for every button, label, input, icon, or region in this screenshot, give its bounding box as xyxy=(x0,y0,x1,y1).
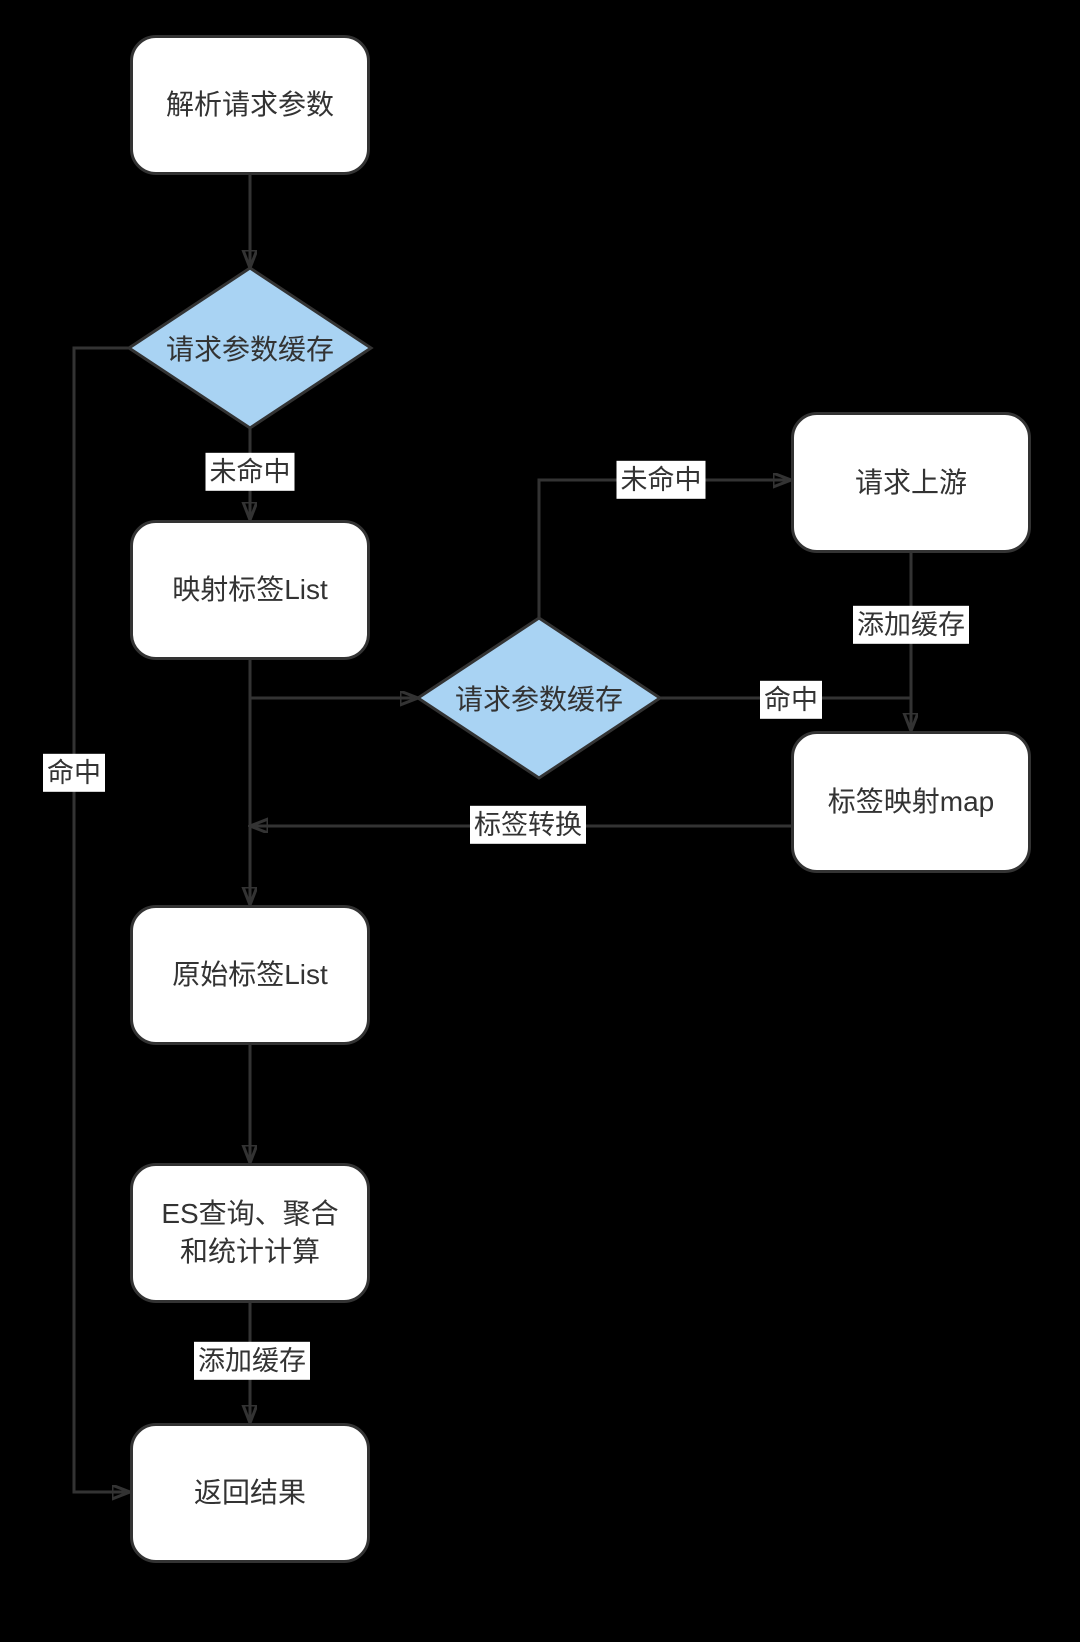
decision-request-param-cache-top: 请求参数缓存 xyxy=(126,266,374,430)
edge-label-tag-convert: 标签转换 xyxy=(470,805,586,845)
node-return-result: 返回结果 xyxy=(130,1423,370,1563)
node-parse-request-params: 解析请求参数 xyxy=(130,35,370,175)
diamond-shape xyxy=(126,266,374,430)
edge-label-add-cache-bottom: 添加缓存 xyxy=(194,1341,310,1381)
edge-label-hit-mid: 命中 xyxy=(760,680,822,720)
node-label: 返回结果 xyxy=(193,1477,306,1509)
node-original-tag-list: 原始标签List xyxy=(130,905,370,1045)
node-es-query-aggregate: ES查询、聚合 和统计计算 xyxy=(130,1163,370,1303)
edge-cache-hit-to-return-result xyxy=(72,346,130,1492)
diamond-shape xyxy=(415,616,663,780)
node-mapped-tag-list: 映射标签List xyxy=(130,520,370,660)
decision-request-param-cache-mid: 请求参数缓存 xyxy=(415,616,663,780)
node-label: 解析请求参数 xyxy=(165,89,334,121)
node-request-upstream: 请求上游 xyxy=(791,412,1031,553)
decision-label: 请求参数缓存 xyxy=(165,334,334,365)
decision-label: 请求参数缓存 xyxy=(454,684,623,715)
node-label: 请求上游 xyxy=(854,466,967,498)
edge-label-miss-top: 未命中 xyxy=(205,452,295,492)
node-tag-mapping-map: 标签映射map xyxy=(791,731,1031,873)
edge-label-add-cache-right: 添加缓存 xyxy=(853,605,969,645)
edge-cache-miss-to-upstream xyxy=(537,480,791,618)
edge-label-hit-left: 命中 xyxy=(43,753,105,793)
node-label: 映射标签List xyxy=(172,574,328,606)
node-label: 原始标签List xyxy=(172,959,328,991)
edge-label-miss-mid: 未命中 xyxy=(616,460,706,500)
node-label: 标签映射map xyxy=(827,786,995,818)
node-label: ES查询、聚合 和统计计算 xyxy=(161,1198,339,1267)
